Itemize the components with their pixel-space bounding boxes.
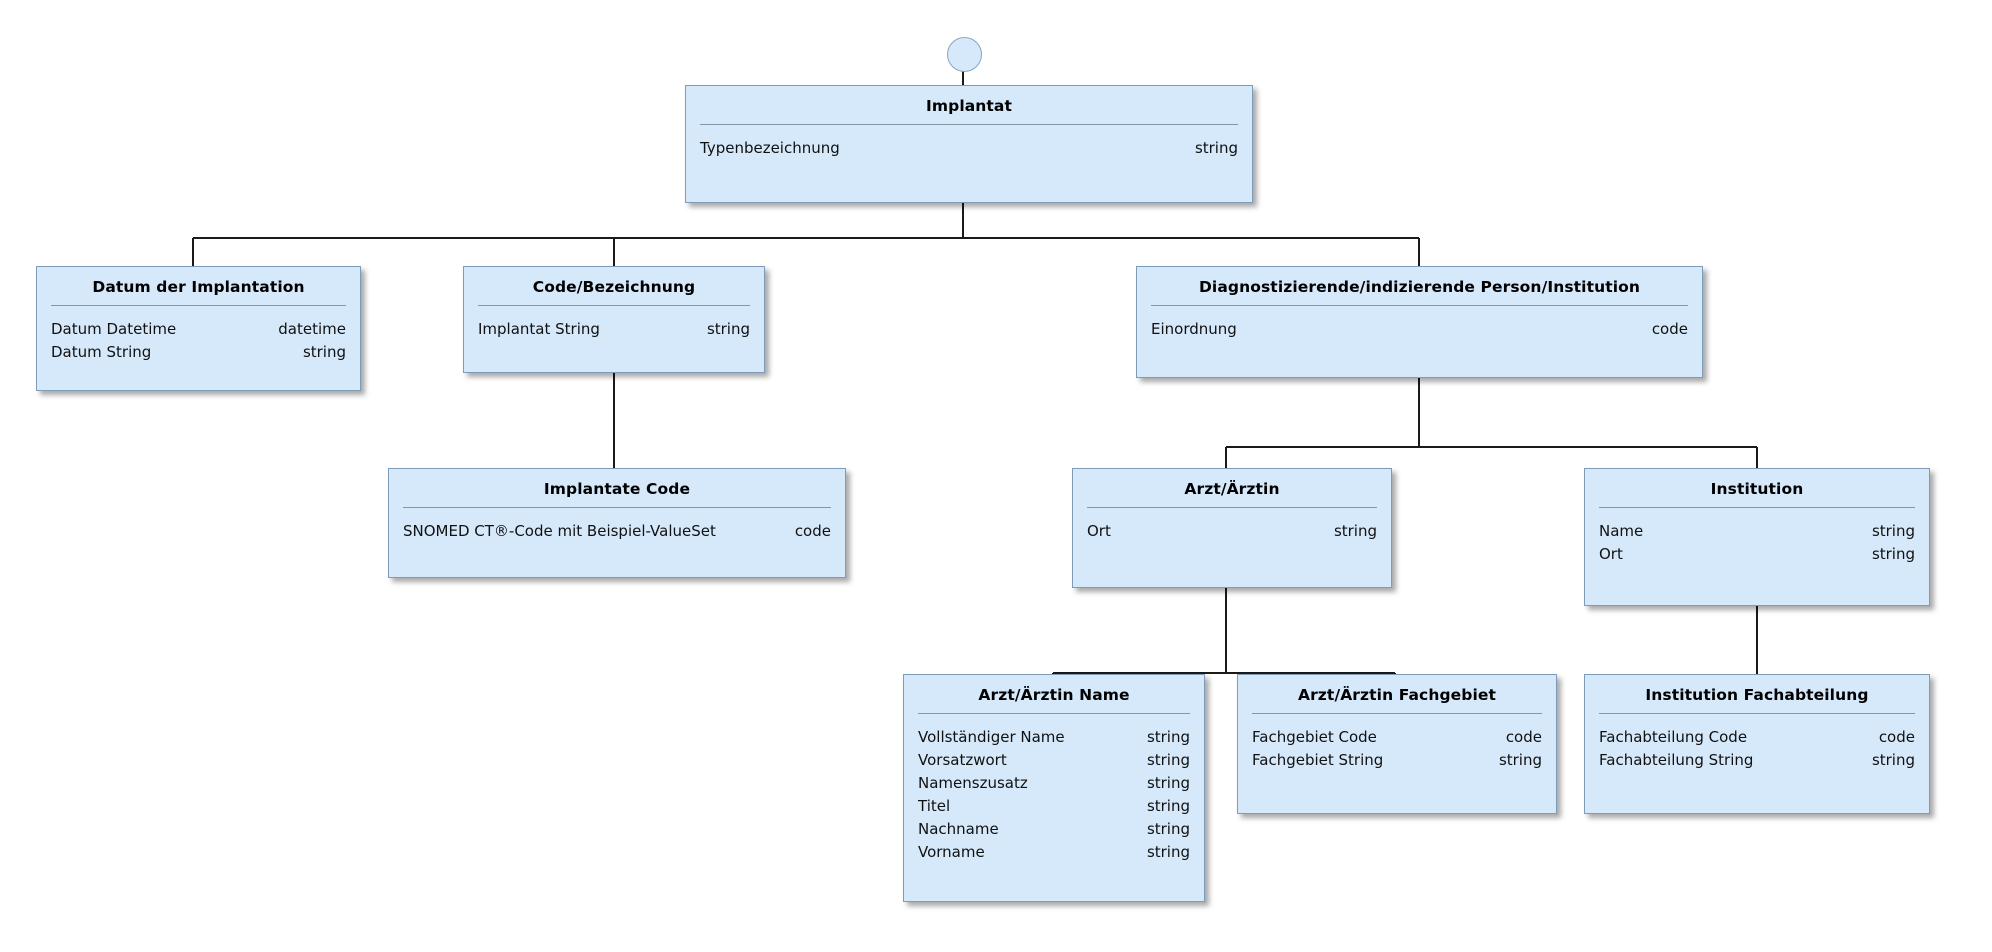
- attribute-type: string: [1146, 774, 1190, 793]
- node-implantate-code[interactable]: Implantate Code SNOMED CT®-Code mit Beis…: [388, 468, 846, 578]
- node-institution-fachabteilung[interactable]: Institution Fachabteilung Fachabteilung …: [1584, 674, 1930, 814]
- attribute-list: Fachabteilung Code code Fachabteilung St…: [1585, 714, 1929, 786]
- attribute-name: Vorname: [918, 843, 985, 862]
- attribute-name: Ort: [1087, 522, 1111, 541]
- node-arzt-aerztin-name[interactable]: Arzt/Ärztin Name Vollständiger Name stri…: [903, 674, 1205, 902]
- attribute-type: string: [1498, 751, 1542, 770]
- attribute-row: Namenszusatz string: [918, 772, 1190, 795]
- attribute-type: code: [1878, 728, 1915, 747]
- attribute-type: string: [1194, 139, 1238, 158]
- start-circle: [947, 37, 982, 72]
- attribute-type: code: [794, 522, 831, 541]
- node-title: Code/Bezeichnung: [532, 278, 696, 296]
- node-title: Institution: [1710, 480, 1804, 498]
- node-title: Implantate Code: [543, 480, 691, 498]
- attribute-list: SNOMED CT®-Code mit Beispiel-ValueSet co…: [389, 508, 845, 557]
- title-divider: [1151, 305, 1688, 307]
- attribute-name: Fachabteilung String: [1599, 751, 1754, 770]
- attribute-name: Namenszusatz: [918, 774, 1028, 793]
- attribute-name: Titel: [918, 797, 951, 816]
- title-divider: [403, 507, 831, 509]
- attribute-row: Ort string: [1087, 520, 1377, 543]
- attribute-name: Vorsatzwort: [918, 751, 1007, 770]
- node-title: Arzt/Ärztin Fachgebiet: [1297, 686, 1497, 704]
- attribute-type: string: [1871, 545, 1915, 564]
- attribute-list: Ort string: [1073, 508, 1391, 557]
- attribute-type: datetime: [278, 320, 346, 339]
- node-code-bezeichnung[interactable]: Code/Bezeichnung Implantat String string: [463, 266, 765, 373]
- attribute-name: Name: [1599, 522, 1644, 541]
- attribute-row: Ort string: [1599, 543, 1915, 566]
- node-title: Diagnostizierende/indizierende Person/In…: [1198, 278, 1641, 296]
- attribute-row: Typenbezeichnung string: [700, 137, 1238, 160]
- attribute-name: Nachname: [918, 820, 999, 839]
- title-divider: [1252, 713, 1542, 715]
- attribute-name: Vollständiger Name: [918, 728, 1065, 747]
- attribute-type: string: [706, 320, 750, 339]
- attribute-row: Vorname string: [918, 841, 1190, 864]
- title-divider: [478, 305, 750, 307]
- node-datum-der-implantation[interactable]: Datum der Implantation Datum Datetime da…: [36, 266, 361, 391]
- attribute-list: Datum Datetime datetime Datum String str…: [37, 306, 360, 378]
- attribute-type: string: [1146, 843, 1190, 862]
- attribute-name: Fachgebiet Code: [1252, 728, 1377, 747]
- attribute-type: string: [302, 343, 346, 362]
- attribute-name: Ort: [1599, 545, 1623, 564]
- attribute-row: Titel string: [918, 795, 1190, 818]
- title-divider: [700, 124, 1238, 126]
- attribute-type: string: [1146, 728, 1190, 747]
- node-title: Institution Fachabteilung: [1645, 686, 1869, 704]
- attribute-type: string: [1146, 820, 1190, 839]
- attribute-row: Implantat String string: [478, 318, 750, 341]
- title-divider: [1599, 507, 1915, 509]
- attribute-row: Fachgebiet String string: [1252, 749, 1542, 772]
- attribute-row: SNOMED CT®-Code mit Beispiel-ValueSet co…: [403, 520, 831, 543]
- attribute-name: Fachabteilung Code: [1599, 728, 1748, 747]
- attribute-name: Datum Datetime: [51, 320, 177, 339]
- attribute-type: string: [1146, 797, 1190, 816]
- attribute-type: code: [1651, 320, 1688, 339]
- attribute-type: string: [1871, 751, 1915, 770]
- attribute-row: Einordnung code: [1151, 318, 1688, 341]
- attribute-name: SNOMED CT®-Code mit Beispiel-ValueSet: [403, 522, 716, 541]
- attribute-row: Fachgebiet Code code: [1252, 726, 1542, 749]
- title-divider: [1087, 507, 1377, 509]
- attribute-name: Implantat String: [478, 320, 600, 339]
- node-title: Implantat: [926, 97, 1012, 115]
- attribute-row: Datum Datetime datetime: [51, 318, 346, 341]
- attribute-name: Datum String: [51, 343, 152, 362]
- attribute-name: Typenbezeichnung: [700, 139, 840, 158]
- node-diagnostizierende-person-institution[interactable]: Diagnostizierende/indizierende Person/In…: [1136, 266, 1703, 378]
- attribute-row: Datum String string: [51, 341, 346, 364]
- attribute-type: code: [1505, 728, 1542, 747]
- node-arzt-aerztin[interactable]: Arzt/Ärztin Ort string: [1072, 468, 1392, 588]
- attribute-list: Name string Ort string: [1585, 508, 1929, 580]
- attribute-row: Nachname string: [918, 818, 1190, 841]
- attribute-list: Vollständiger Name string Vorsatzwort st…: [904, 714, 1204, 878]
- attribute-list: Typenbezeichnung string: [686, 125, 1252, 174]
- title-divider: [918, 713, 1190, 715]
- attribute-list: Implantat String string: [464, 306, 764, 355]
- title-divider: [51, 305, 346, 307]
- node-title: Arzt/Ärztin: [1184, 480, 1280, 498]
- node-implantat[interactable]: Implantat Typenbezeichnung string: [685, 85, 1253, 203]
- attribute-name: Einordnung: [1151, 320, 1237, 339]
- title-divider: [1599, 713, 1915, 715]
- node-institution[interactable]: Institution Name string Ort string: [1584, 468, 1930, 606]
- attribute-row: Vollständiger Name string: [918, 726, 1190, 749]
- attribute-type: string: [1146, 751, 1190, 770]
- attribute-row: Name string: [1599, 520, 1915, 543]
- attribute-list: Einordnung code: [1137, 306, 1702, 355]
- attribute-row: Vorsatzwort string: [918, 749, 1190, 772]
- attribute-type: string: [1871, 522, 1915, 541]
- node-arzt-aerztin-fachgebiet[interactable]: Arzt/Ärztin Fachgebiet Fachgebiet Code c…: [1237, 674, 1557, 814]
- attribute-type: string: [1333, 522, 1377, 541]
- node-title: Datum der Implantation: [92, 278, 305, 296]
- attribute-row: Fachabteilung String string: [1599, 749, 1915, 772]
- node-title: Arzt/Ärztin Name: [978, 686, 1130, 704]
- attribute-list: Fachgebiet Code code Fachgebiet String s…: [1238, 714, 1556, 786]
- attribute-row: Fachabteilung Code code: [1599, 726, 1915, 749]
- attribute-name: Fachgebiet String: [1252, 751, 1384, 770]
